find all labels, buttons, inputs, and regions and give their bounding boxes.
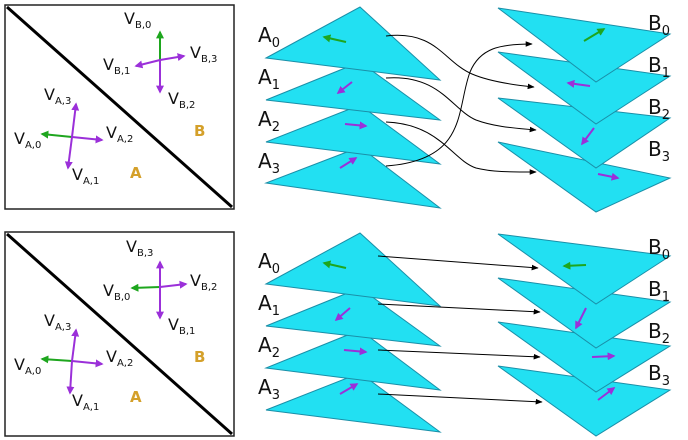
bottom-a0-vector xyxy=(322,260,347,269)
top-triangle-a2 xyxy=(265,104,442,165)
top-a3-vector xyxy=(339,157,358,169)
top-triangle-a0 xyxy=(264,6,442,81)
bottom-region-b-label: B xyxy=(194,348,205,366)
top-connectors xyxy=(385,34,537,175)
top-label-b3: B3 xyxy=(648,137,670,165)
top-label-a2: A2 xyxy=(258,107,280,135)
top-va2-arrow xyxy=(71,135,104,144)
bottom-va1-arrow xyxy=(66,360,75,395)
bottom-va3-label: VA,3 xyxy=(44,311,71,333)
bottom-triangle-a0 xyxy=(264,232,442,307)
bottom-b2-vector xyxy=(591,352,616,361)
bottom-left-stack xyxy=(264,232,442,433)
top-boundary-line xyxy=(6,5,233,209)
top-va1-label: VA,1 xyxy=(72,165,99,187)
bottom-vb0-arrow xyxy=(130,283,161,292)
bottom-region-a-label: A xyxy=(130,388,142,406)
top-va3-label: VA,3 xyxy=(44,85,71,107)
top-connector-a2-b3 xyxy=(385,121,537,175)
bottom-va3-arrow xyxy=(71,328,80,362)
bottom-connector-a2-b2 xyxy=(377,349,541,360)
bottom-vector-cross-b xyxy=(130,260,188,320)
top-b0-vector xyxy=(583,28,606,42)
top-region-a-label: A xyxy=(130,164,142,182)
bottom-label-a3: A3 xyxy=(258,375,280,403)
top-va3-arrow xyxy=(71,102,80,138)
top-label-b0: B0 xyxy=(648,11,670,39)
top-connector-a0-b1 xyxy=(385,34,535,90)
top-region-b-label: B xyxy=(194,122,205,140)
bottom-panel: VB,0 VB,1 VB,2 VB,3 VA,0 VA,1 VA,2 VA,3 … xyxy=(4,231,672,437)
top-triangle-a3 xyxy=(264,146,442,209)
top-b2-vector xyxy=(581,127,595,146)
top-a2-vector xyxy=(344,121,368,130)
top-connector-a1-b2 xyxy=(385,77,537,133)
top-vector-cross-a xyxy=(40,102,104,170)
top-triangle-a1 xyxy=(265,61,442,121)
top-b1-vector xyxy=(566,79,591,88)
top-vb0-label: VB,0 xyxy=(124,9,151,31)
bottom-va2-arrow xyxy=(71,359,104,368)
bottom-a3-vector xyxy=(339,383,359,395)
top-label-a0: A0 xyxy=(258,23,280,51)
bottom-vb0-label: VB,0 xyxy=(103,281,130,303)
bottom-vector-cross-a xyxy=(40,328,104,395)
top-connector-a3-b0 xyxy=(385,41,533,167)
bottom-va2-label: VA,2 xyxy=(106,347,133,369)
bottom-va0-arrow xyxy=(40,355,73,364)
top-right-stack xyxy=(497,7,672,213)
top-vector-box: VB,0 VB,1 VB,2 VB,3 VA,0 VA,1 VA,2 VA,3 … xyxy=(4,4,235,210)
bottom-triangle-a1 xyxy=(265,287,442,347)
bottom-connector-a3-b3 xyxy=(377,393,543,405)
bottom-vb3-label: VB,3 xyxy=(126,237,153,259)
bottom-connector-a0-b0 xyxy=(377,255,539,271)
bottom-label-a0: A0 xyxy=(258,249,280,277)
top-triangle-b0 xyxy=(497,7,672,83)
top-vb3-label: VB,3 xyxy=(190,43,217,65)
bottom-label-b2: B2 xyxy=(648,319,670,347)
top-va0-arrow xyxy=(40,130,73,139)
bottom-b0-vector xyxy=(562,261,587,270)
bottom-a2-vector xyxy=(343,347,368,356)
top-vb2-label: VB,2 xyxy=(168,89,195,111)
top-va0-label: VA,0 xyxy=(14,129,41,151)
bottom-label-a1: A1 xyxy=(258,291,280,319)
top-label-a1: A1 xyxy=(258,65,280,93)
bottom-a1-vector xyxy=(334,307,351,322)
top-va2-label: VA,2 xyxy=(106,123,133,145)
bottom-label-b0: B0 xyxy=(648,235,670,263)
bottom-vector-box: VB,0 VB,1 VB,2 VB,3 VA,0 VA,1 VA,2 VA,3 … xyxy=(4,231,235,437)
top-label-b1: B1 xyxy=(648,53,670,81)
bottom-right-stack xyxy=(497,233,672,437)
bottom-vb1-label: VB,1 xyxy=(168,315,195,337)
top-vb1-label: VB,1 xyxy=(103,55,130,77)
bottom-label-b1: B1 xyxy=(648,277,670,305)
bottom-triangle-a2 xyxy=(264,329,442,391)
bottom-va1-label: VA,1 xyxy=(72,391,99,413)
bottom-connector-a1-b1 xyxy=(377,303,541,315)
bottom-vb2-arrow xyxy=(159,280,188,289)
top-a0-vector xyxy=(322,34,347,43)
bottom-boundary-line xyxy=(6,232,233,436)
top-a1-vector xyxy=(336,81,353,94)
bottom-label-a2: A2 xyxy=(258,333,280,361)
bottom-label-b3: B3 xyxy=(648,361,670,389)
top-panel: VB,0 VB,1 VB,2 VB,3 VA,0 VA,1 VA,2 VA,3 … xyxy=(4,4,672,213)
bottom-triangle-a3 xyxy=(265,372,442,433)
top-va1-arrow xyxy=(64,136,73,170)
top-label-a3: A3 xyxy=(258,149,280,177)
bottom-va0-label: VA,0 xyxy=(14,355,41,377)
top-vector-cross-b xyxy=(134,30,186,94)
bottom-vb2-label: VB,2 xyxy=(190,271,217,293)
top-b3-vector xyxy=(597,172,620,181)
top-vb3-arrow xyxy=(159,53,186,61)
top-left-stack xyxy=(264,6,442,209)
top-label-b2: B2 xyxy=(648,95,670,123)
top-vb1-arrow xyxy=(134,59,161,69)
bottom-triangle-b0 xyxy=(497,233,672,305)
bottom-b3-vector xyxy=(597,387,616,401)
bottom-b1-vector xyxy=(575,307,587,330)
bottom-connectors xyxy=(377,255,543,405)
